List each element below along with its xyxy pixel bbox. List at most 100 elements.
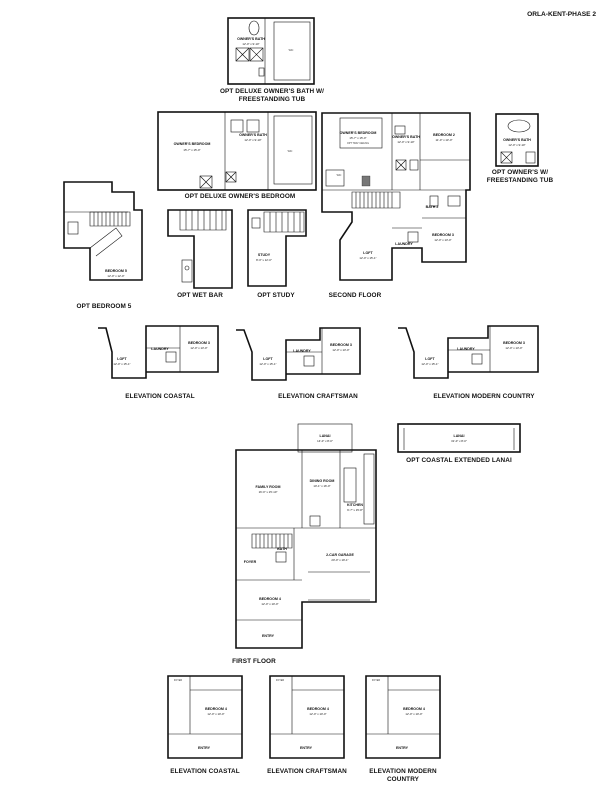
room-label-bedroom4-e1: BEDROOM 4 bbox=[205, 707, 227, 711]
room-label-garage: 2-CAR GARAGE bbox=[326, 553, 354, 557]
caption-first-floor: FIRST FLOOR bbox=[232, 658, 276, 665]
room-label-bedroom3: BEDROOM 3 bbox=[432, 233, 454, 237]
tray-ceiling-note: OPT TRAY CEILING bbox=[347, 142, 369, 145]
room-dim-kitchen: 9'-7" x 15'-8" bbox=[347, 508, 363, 512]
caption-opt-bedroom5: OPT BEDROOM 5 bbox=[76, 303, 132, 310]
caption-elev-craftsman-1f: ELEVATION CRAFTSMAN bbox=[267, 768, 347, 775]
room-dim-loft-coastal: 12'-0" x 15'-1" bbox=[113, 362, 130, 366]
room-dim-loft: 12'-0" x 15'-1" bbox=[359, 256, 376, 260]
caption-elev-modern-2f: ELEVATION MODERN COUNTRY bbox=[433, 393, 535, 400]
room-label-loft-coastal: LOFT bbox=[117, 357, 127, 361]
opt-bedroom5-plan: BEDROOM 5 12'-0" x 12'-0" bbox=[63, 181, 143, 281]
caption-elev-coastal-1f: ELEVATION COASTAL bbox=[170, 768, 240, 775]
caption-opt-wet-bar: OPT WET BAR bbox=[177, 292, 223, 299]
room-label-foyer-e2: FOYER bbox=[276, 679, 285, 682]
room-label-owners-bath-ft: OWNER'S BATH bbox=[503, 138, 531, 142]
room-label-laundry-modern: LAUNDRY bbox=[457, 347, 475, 351]
opt-deluxe-bath-plan: OWNER'S BATH 12'-0" x 9'-10" WIC bbox=[227, 17, 315, 85]
room-dim-lanai: 14'-0" x 8'-0" bbox=[317, 439, 333, 443]
room-label-bedroom4-e2: BEDROOM 4 bbox=[307, 707, 329, 711]
room-dim-owners-bath: 12'-0" x 9'-10" bbox=[242, 42, 259, 46]
caption-opt-lanai: OPT COASTAL EXTENDED LANAI bbox=[406, 457, 512, 464]
opt-wet-bar-plan bbox=[167, 209, 233, 289]
room-dim-bedroom5: 12'-0" x 12'-0" bbox=[107, 274, 124, 278]
room-label-owners-bedroom-opt: OWNER'S BEDROOM bbox=[174, 142, 211, 146]
room-dim-bedroom3-modern: 12'-0" x 13'-0" bbox=[505, 346, 522, 350]
caption-elev-modern-1f: ELEVATION MODERN COUNTRY bbox=[369, 768, 437, 783]
room-label-dining-room: DINING ROOM bbox=[310, 479, 335, 483]
caption-elev-craftsman-2f: ELEVATION CRAFTSMAN bbox=[278, 393, 358, 400]
room-dim-bedroom2: 11'-0" x 13'-0" bbox=[436, 138, 453, 142]
room-label-entry-e2: ENTRY bbox=[300, 746, 313, 750]
elev-coastal-2f-plan: LOFT 12'-0" x 15'-1" LAUNDRY BEDROOM 3 1… bbox=[98, 325, 219, 379]
room-dim-garage: 20'-0" x 19'-1" bbox=[331, 558, 348, 562]
room-label-bedroom3-modern: BEDROOM 3 bbox=[503, 341, 525, 345]
opt-deluxe-bedroom-plan: OWNER'S BEDROOM 15'-7" x 15'-0" OWNER'S … bbox=[157, 111, 317, 191]
room-label-entry: ENTRY bbox=[262, 634, 275, 638]
caption-opt-owners-freestanding: OPT OWNER'S W/ FREESTANDING TUB bbox=[486, 169, 554, 184]
opt-lanai-plan: LANAI 31'-0" x 8'-0" bbox=[397, 423, 521, 453]
room-label-wic-2f: WIC bbox=[337, 174, 342, 177]
room-dim-owners-bedroom: 15'-7" x 15'-0" bbox=[349, 136, 366, 140]
first-floor-plan: LANAI 14'-0" x 8'-0" FAMILY ROOM 16'-0" … bbox=[235, 423, 377, 649]
room-dim-owners-bath-opt: 12'-0" x 9'-10" bbox=[244, 138, 261, 142]
room-dim-bedroom4-e2: 12'-0" x 10'-0" bbox=[309, 712, 326, 716]
opt-owners-freestanding-plan: OWNER'S BATH 12'-0" x 9'-10" bbox=[495, 113, 539, 167]
elev-modern-1f-plan: FOYER BEDROOM 4 12'-0" x 10'-0" ENTRY bbox=[365, 675, 441, 759]
second-floor-plan: OWNER'S BEDROOM 15'-7" x 15'-0" OPT TRAY… bbox=[321, 112, 471, 281]
room-label-owners-bath-opt: OWNER'S BATH bbox=[239, 133, 267, 137]
room-label-wic-opt: WIC bbox=[288, 150, 293, 153]
room-label-lanai: LANAI bbox=[320, 434, 331, 438]
room-dim-bedroom3-craftsman: 12'-0" x 13'-0" bbox=[332, 348, 349, 352]
room-label-owners-bedroom: OWNER'S BEDROOM bbox=[340, 131, 377, 135]
room-dim-owners-bath-ft: 12'-0" x 9'-10" bbox=[508, 143, 525, 147]
room-dim-bedroom3-coastal: 12'-0" x 13'-0" bbox=[190, 346, 207, 350]
room-dim-owners-bedroom-opt: 15'-7" x 15'-0" bbox=[183, 148, 200, 152]
room-label-foyer-e1: FOYER bbox=[174, 679, 183, 682]
room-label-family-room: FAMILY ROOM bbox=[256, 485, 281, 489]
room-label-bedroom4-e3: BEDROOM 4 bbox=[403, 707, 425, 711]
room-label-study: STUDY bbox=[258, 253, 271, 257]
elev-craftsman-2f-plan: LOFT 12'-0" x 15'-1" LAUNDRY BEDROOM 3 1… bbox=[236, 327, 361, 381]
room-dim-bedroom4-e3: 12'-0" x 10'-0" bbox=[405, 712, 422, 716]
elev-modern-2f-plan: LOFT 12'-0" x 15'-1" LAUNDRY BEDROOM 3 1… bbox=[398, 325, 539, 379]
room-dim-dining-room: 10'-1" x 16'-0" bbox=[313, 484, 330, 488]
elev-craftsman-1f-plan: FOYER BEDROOM 4 12'-0" x 10'-0" ENTRY bbox=[269, 675, 345, 759]
plan-code: ORLA-KENT-PHASE 2 bbox=[527, 11, 596, 18]
room-label-laundry-coastal: LAUNDRY bbox=[151, 347, 169, 351]
caption-second-floor: SECOND FLOOR bbox=[328, 292, 382, 299]
room-dim-loft-craftsman: 12'-0" x 15'-1" bbox=[259, 362, 276, 366]
caption-opt-study: OPT STUDY bbox=[257, 292, 295, 299]
room-label-loft-modern: LOFT bbox=[425, 357, 435, 361]
room-dim-bedroom3: 12'-0" x 13'-0" bbox=[434, 238, 451, 242]
room-label-bedroom2: BEDROOM 2 bbox=[433, 133, 455, 137]
room-label-bath: BATH bbox=[277, 547, 287, 551]
room-dim-bedroom4-e1: 12'-0" x 10'-0" bbox=[207, 712, 224, 716]
caption-elev-coastal-2f: ELEVATION COASTAL bbox=[125, 393, 195, 400]
room-label-loft-craftsman: LOFT bbox=[263, 357, 273, 361]
room-label-laundry-craftsman: LAUNDRY bbox=[293, 349, 311, 353]
room-label-wic: WIC bbox=[289, 49, 294, 52]
room-dim-study: 8'-0" x 12'-0" bbox=[256, 258, 272, 262]
room-label-foyer-e3: FOYER bbox=[372, 679, 381, 682]
caption-opt-deluxe-bath: OPT DELUXE OWNER'S BATH W/ FREESTANDING … bbox=[219, 88, 325, 103]
room-label-owners-bath-2f: OWNER'S BATH bbox=[392, 135, 420, 139]
room-label-laundry: LAUNDRY bbox=[395, 242, 413, 246]
room-label-bath2: BATH 2 bbox=[426, 205, 439, 209]
room-label-lanai-ext: LANAI bbox=[454, 434, 465, 438]
opt-study-plan: STUDY 8'-0" x 12'-0" bbox=[247, 209, 307, 287]
room-label-foyer: FOYER bbox=[244, 560, 257, 564]
room-label-kitchen: KITCHEN bbox=[347, 503, 363, 507]
room-dim-owners-bath-2f: 12'-0" x 9'-10" bbox=[397, 140, 414, 144]
room-label-owners-bath: OWNER'S BATH bbox=[237, 37, 265, 41]
room-label-entry-e3: ENTRY bbox=[396, 746, 409, 750]
room-dim-family-room: 16'-0" x 15'-10" bbox=[259, 490, 278, 494]
room-label-bedroom3-coastal: BEDROOM 3 bbox=[188, 341, 210, 345]
room-dim-bedroom4: 12'-0" x 10'-0" bbox=[261, 602, 278, 606]
room-dim-lanai-ext: 31'-0" x 8'-0" bbox=[451, 439, 467, 443]
room-label-bedroom3-craftsman: BEDROOM 3 bbox=[330, 343, 352, 347]
elev-coastal-1f-plan: FOYER BEDROOM 4 12'-0" x 10'-0" ENTRY bbox=[167, 675, 243, 759]
caption-opt-deluxe-bedroom: OPT DELUXE OWNER'S BEDROOM bbox=[184, 193, 296, 200]
